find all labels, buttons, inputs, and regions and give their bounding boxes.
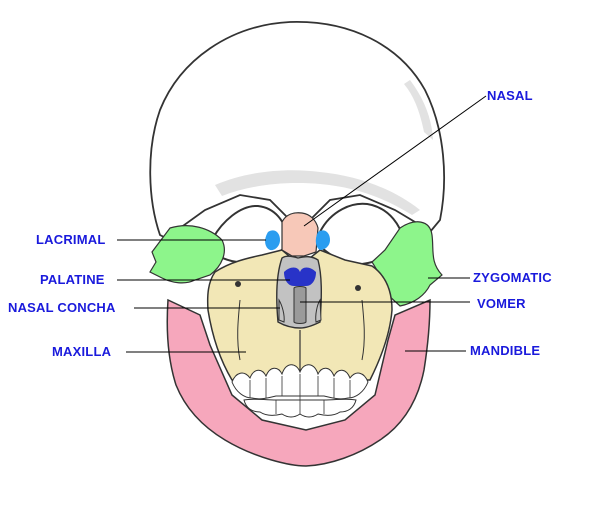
vomer-bone bbox=[293, 286, 307, 324]
maxilla-contour-right bbox=[361, 299, 365, 361]
right-zygomatic-bone bbox=[371, 221, 443, 307]
right-foramen bbox=[355, 285, 361, 291]
leader-nasal bbox=[303, 95, 487, 227]
palatine-bone bbox=[284, 267, 316, 286]
cranium-shade bbox=[215, 170, 420, 215]
maxilla-contour-left bbox=[237, 299, 241, 361]
teeth bbox=[231, 364, 369, 418]
leader-lines bbox=[117, 95, 487, 353]
left-foramen bbox=[235, 281, 241, 287]
label-maxilla: MAXILLA bbox=[52, 344, 112, 359]
cranium-shade-top bbox=[404, 80, 433, 140]
tooth-lines bbox=[249, 374, 351, 414]
nasal-bone bbox=[281, 212, 319, 257]
left-lacrimal-bone bbox=[265, 230, 280, 251]
right-lacrimal-bone bbox=[315, 230, 330, 250]
label-mandible: MANDIBLE bbox=[470, 343, 541, 358]
label-zygomatic: ZYGOMATIC bbox=[473, 270, 552, 285]
mandible-bone bbox=[166, 298, 431, 467]
nasal-concha bbox=[278, 298, 285, 323]
label-vomer: VOMER bbox=[477, 296, 526, 311]
label-nasal: NASAL bbox=[487, 88, 533, 103]
label-lacrimal: LACRIMAL bbox=[36, 232, 106, 247]
label-nasal-concha: NASAL CONCHA bbox=[8, 300, 116, 315]
label-palatine: PALATINE bbox=[40, 272, 105, 287]
